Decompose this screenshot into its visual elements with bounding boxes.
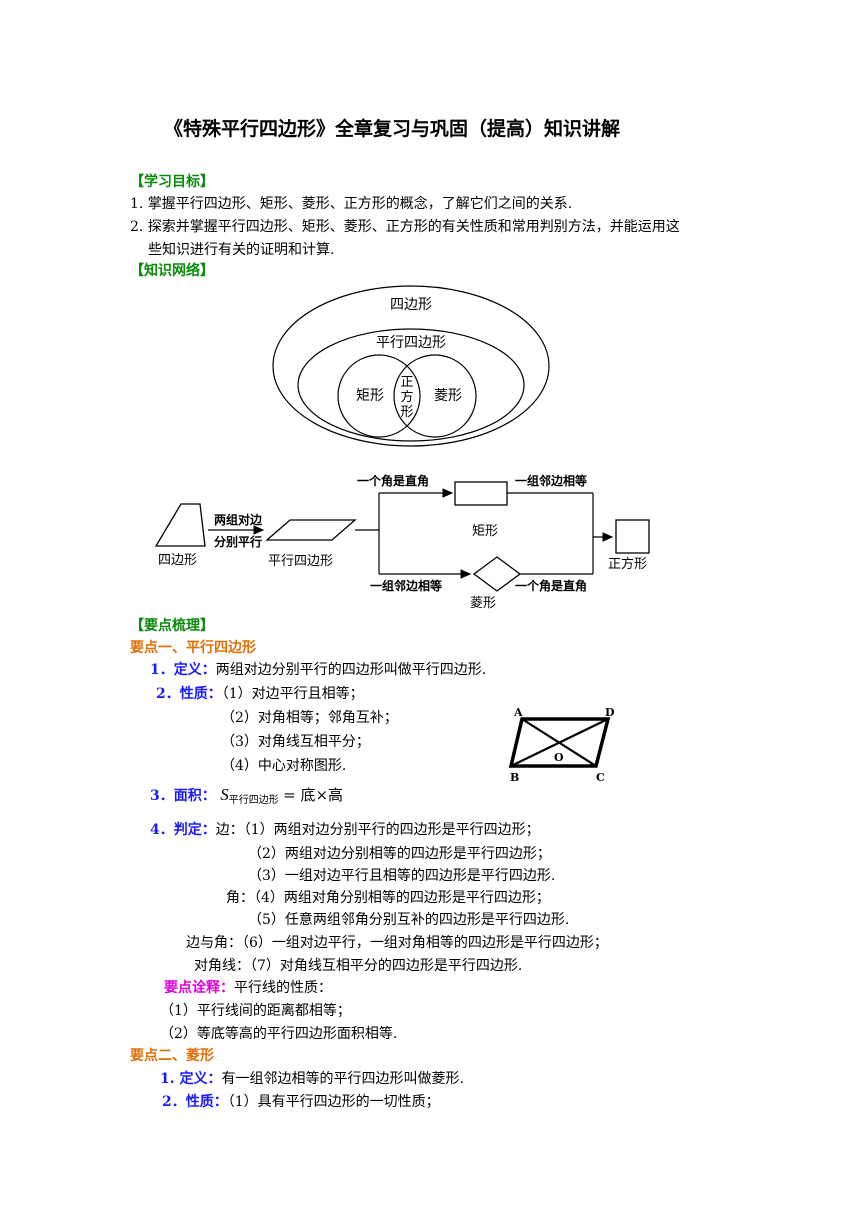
- parallelogram-shape: [265, 519, 357, 541]
- goal-item: 2. 探索并掌握平行四边形、矩形、菱形、正方形的有关性质和常用判别方法，并能运用…: [130, 219, 680, 235]
- rhombus-circle: [393, 354, 477, 438]
- vertex-label-c: C: [596, 771, 605, 784]
- quadrilateral-shape: [154, 503, 206, 547]
- venn-label-parallelogram: 平行四边形: [376, 335, 446, 351]
- flow-rhombus-label: 菱形: [470, 596, 496, 611]
- definition-line: 1. 定义：有一组邻边相等的平行四边形叫做菱形.: [160, 1070, 464, 1088]
- area-line: 3．面积： S平行四边形 = 底×高: [150, 784, 343, 812]
- rectangle-shape: [454, 481, 508, 506]
- vertex-label-d: D: [605, 706, 615, 719]
- quadrilateral-ellipse: [272, 285, 550, 447]
- judgement-line: 4．判定：边：（1）两组对边分别平行的四边形是平行四边形；: [150, 821, 540, 839]
- definition-text: 两组对边分别平行的四边形叫做平行四边形.: [215, 662, 487, 678]
- center-label-o: O: [554, 751, 564, 764]
- judgement-item: 角：（4）两组对角分别相等的四边形是平行四边形；: [226, 890, 550, 906]
- property-line: 2．性质：（1）对边平行且相等；: [156, 685, 364, 703]
- property-text: （1）具有平行四边形的一切性质；: [227, 1094, 440, 1110]
- property-text: （1）对边平行且相等；: [221, 686, 364, 702]
- property-line: 2．性质：（1）具有平行四边形的一切性质；: [162, 1093, 440, 1111]
- area-label: 3．面积：: [150, 788, 216, 804]
- property-item: （2）对角相等；邻角互补；: [221, 710, 398, 726]
- venn-label-rectangle: 矩形: [356, 388, 384, 404]
- square-shape: [615, 519, 650, 554]
- goal-item: 1. 掌握平行四边形、矩形、菱形、正方形的概念，了解它们之间的关系.: [130, 196, 573, 212]
- points-heading: 【要点梳理】: [130, 618, 214, 634]
- property-item: （4）中心对称图形.: [221, 758, 347, 774]
- parallelogram-ellipse: [297, 328, 525, 442]
- flow-top-cond-2: 一组邻边相等: [515, 473, 587, 488]
- note-item: （1）平行线间的距离都相等；: [160, 1003, 351, 1019]
- section-heading-rhombus: 要点二、菱形: [130, 1048, 214, 1064]
- area-symbol: S: [220, 785, 229, 804]
- goals-heading: 【学习目标】: [130, 174, 214, 190]
- judgement-label: 4．判定：: [150, 822, 216, 838]
- flow-diagram: 四边形 两组对边 分别平行 平行四边形 一个角是直角 一组邻边相等 矩形 菱形 …: [154, 473, 650, 611]
- definition-line: 1．定义：两组对边分别平行的四边形叫做平行四边形.: [150, 661, 486, 679]
- judgement-text: 边：（1）两组对边分别平行的四边形是平行四边形；: [215, 822, 540, 838]
- judgement-item: （2）两组对边分别相等的四边形是平行四边形；: [248, 846, 551, 862]
- venn-label-square-3: 形: [400, 405, 413, 420]
- area-formula: = 底×高: [283, 786, 344, 804]
- venn-label-square-1: 正: [400, 375, 413, 390]
- property-label: 2．性质：: [162, 1094, 228, 1110]
- page-title: 《特殊平行四边形》全章复习与巩固（提高）知识讲解: [164, 118, 621, 140]
- flow-square-label: 正方形: [608, 556, 647, 572]
- goal-item: 些知识进行有关的证明和计算.: [148, 242, 335, 258]
- vertex-label-b: B: [510, 771, 519, 784]
- note-line: 要点诠释：平行线的性质：: [164, 979, 332, 997]
- flow-rectangle-label: 矩形: [472, 524, 498, 539]
- judgement-item: 边与角：（6）一组对边平行，一组对角相等的四边形是平行四边形；: [186, 935, 608, 951]
- flow-cond-1a: 两组对边: [214, 512, 263, 527]
- definition-text: 有一组邻边相等的平行四边形叫做菱形.: [221, 1071, 464, 1087]
- flow-parallelogram-label: 平行四边形: [268, 554, 333, 569]
- note-label: 要点诠释：: [164, 980, 234, 996]
- section-heading-parallelogram: 要点一、平行四边形: [130, 640, 256, 656]
- property-item: （3）对角线互相平分；: [221, 734, 370, 750]
- venn-diagram: 四边形 平行四边形 矩形 菱形 正 方 形: [272, 285, 550, 447]
- judgement-item: （5）任意两组邻角分别互补的四边形是平行四边形.: [248, 912, 570, 928]
- property-label: 2．性质：: [156, 686, 222, 702]
- diagonal-bd: [510, 718, 609, 767]
- venn-label-quadrilateral: 四边形: [390, 297, 432, 313]
- venn-label-square-2: 方: [400, 389, 413, 405]
- network-heading: 【知识网络】: [130, 263, 214, 279]
- definition-label: 1．定义：: [150, 662, 216, 678]
- parallelogram-figure: A D B C O: [508, 706, 615, 784]
- vertex-label-a: A: [513, 706, 523, 719]
- rectangle-circle: [337, 354, 421, 438]
- judgement-item: 对角线：（7）对角线互相平分的四边形是平行四边形.: [194, 958, 523, 974]
- note-item: （2）等底等高的平行四边形面积相等.: [160, 1026, 398, 1042]
- flow-quadrilateral-label: 四边形: [158, 553, 197, 568]
- area-subscript: 平行四边形: [228, 795, 279, 806]
- judgement-item: （3）一组对边平行且相等的四边形是平行四边形.: [248, 868, 556, 884]
- flow-cond-1b: 分别平行: [214, 534, 262, 549]
- flow-bottom-cond-2: 一个角是直角: [515, 578, 587, 593]
- flow-bottom-cond: 一组邻边相等: [370, 578, 442, 593]
- flow-top-cond: 一个角是直角: [357, 473, 429, 488]
- definition-label: 1. 定义：: [160, 1071, 222, 1087]
- note-text: 平行线的性质：: [234, 980, 332, 996]
- rhombus-shape: [472, 556, 522, 592]
- venn-label-rhombus: 菱形: [434, 388, 462, 404]
